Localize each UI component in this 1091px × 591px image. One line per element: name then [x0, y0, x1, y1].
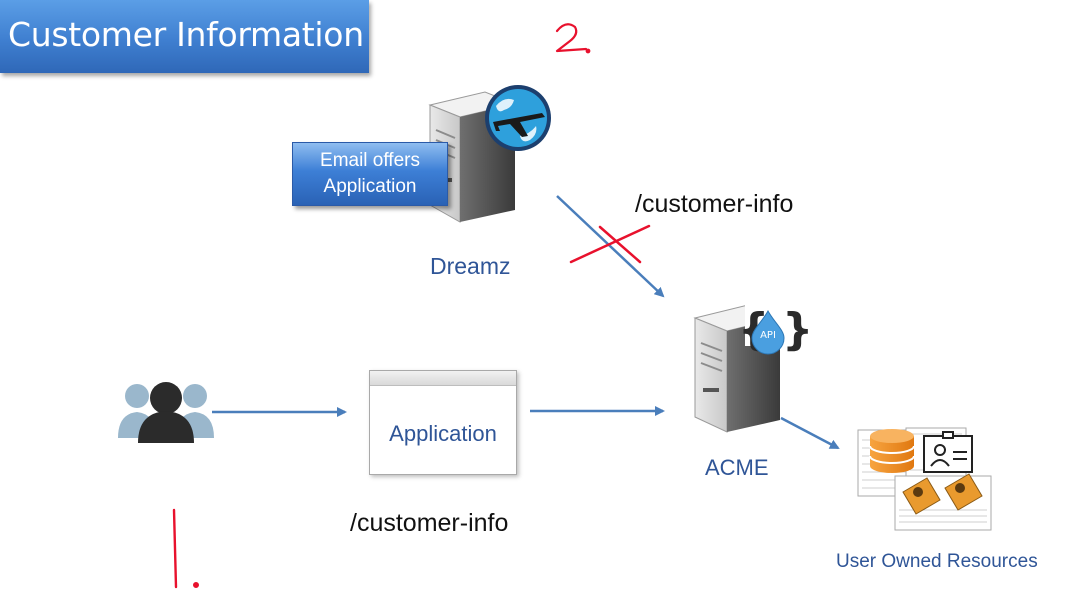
flow-arrows — [212, 195, 840, 450]
svg-text:}: } — [782, 304, 813, 355]
airplane-globe-icon — [485, 85, 551, 151]
acme-label: ACME — [705, 455, 769, 480]
application-window: Application — [369, 370, 517, 475]
arrow-dreamz-to-acme — [556, 195, 665, 298]
annotation-step-2 — [555, 23, 591, 54]
resources-icon — [857, 427, 992, 531]
annotation-step-1 — [172, 508, 199, 589]
database-icon — [869, 429, 915, 473]
arrow-acme-to-resources — [780, 416, 840, 450]
endpoint-top-label: /customer-info — [635, 190, 794, 218]
photo-icon — [902, 473, 983, 515]
dreamz-label: Dreamz — [430, 253, 511, 279]
users-icon — [118, 382, 214, 443]
email-offers-app-box: Email offers Application — [292, 142, 448, 206]
email-app-line2: Application — [323, 176, 417, 197]
resources-label: User Owned Resources — [836, 551, 1038, 572]
email-app-line1: Email offers — [320, 150, 420, 171]
browser-titlebar — [370, 371, 516, 386]
api-badge-text: API — [760, 330, 776, 341]
api-drop-icon: { } API — [738, 304, 813, 355]
application-label: Application — [389, 421, 497, 446]
endpoint-bottom-label: /customer-info — [350, 509, 509, 537]
red-cross-mark — [569, 224, 651, 264]
page-title: Customer Information — [8, 15, 364, 54]
title-banner: Customer Information — [0, 0, 369, 73]
